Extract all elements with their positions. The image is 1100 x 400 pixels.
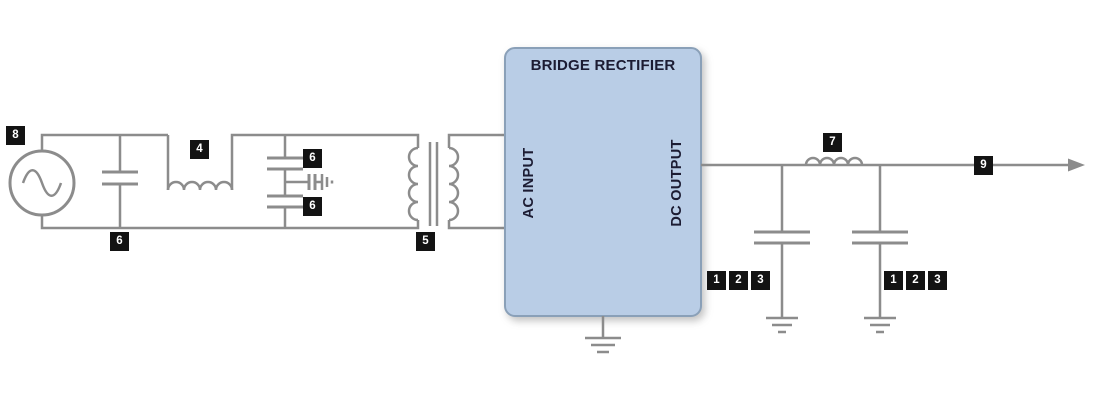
label-filter2-3: 3 <box>928 271 947 290</box>
sine-wave-icon <box>21 169 63 197</box>
transformer-symbol <box>407 133 505 230</box>
label-output-inductor: 7 <box>823 133 842 152</box>
input-capacitor-symbol <box>102 135 138 228</box>
label-filter2-1: 1 <box>884 271 903 290</box>
label-output-marker: 9 <box>974 156 993 175</box>
ac-input-label: AC INPUT <box>521 147 537 219</box>
wire-bottom <box>40 215 420 230</box>
dc-output-wire <box>701 158 1085 172</box>
output-inductor-symbol <box>804 156 864 166</box>
label-filter2-2: 2 <box>906 271 925 290</box>
dc-output-label: DC OUTPUT <box>669 139 685 227</box>
label-line-capacitor-bottom: 6 <box>303 197 322 216</box>
emi-inductor-symbol <box>166 133 420 191</box>
midpoint-ground-tap <box>285 174 334 190</box>
label-input-capacitor: 6 <box>110 232 129 251</box>
bridge-rectifier-title: BRIDGE RECTIFIER <box>530 57 676 74</box>
output-arrowhead-icon <box>1068 158 1085 172</box>
label-filter1-2: 2 <box>729 271 748 290</box>
label-emi-inductor: 4 <box>190 140 209 159</box>
label-ac-source: 8 <box>6 126 25 145</box>
wire-top-left <box>40 133 168 151</box>
label-filter1-3: 3 <box>751 271 770 290</box>
label-filter1-1: 1 <box>707 271 726 290</box>
filter-capacitor-1-symbol <box>754 165 810 334</box>
rectifier-ground-symbol <box>585 316 621 354</box>
label-transformer: 5 <box>416 232 435 251</box>
label-line-capacitor-top: 6 <box>303 149 322 168</box>
ac-source-symbol <box>8 149 76 217</box>
filter-capacitor-2-symbol <box>852 165 908 334</box>
